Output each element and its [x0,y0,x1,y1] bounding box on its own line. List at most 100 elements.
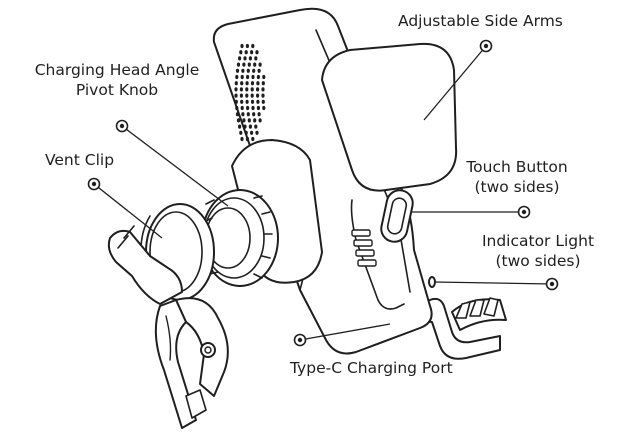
vent-clip [107,225,229,429]
grille-dot [246,68,250,73]
grille-dot [248,124,252,129]
grille-dot [234,93,238,98]
grille-dot [240,81,244,86]
grille-dot [243,124,247,129]
callout-marker-side-arms [479,39,493,53]
label-touch-button: Touch Button (two sides) [452,157,582,197]
grille-dot [247,118,251,123]
label-text-line-2: (two sides) [495,252,581,270]
grille-dot [240,74,244,80]
grille-dot [250,50,254,55]
cradle-side-rail [350,199,405,310]
callout-marker-charging-port [293,333,307,347]
grille-dot [239,50,243,55]
callout-marker-touch-button [517,205,531,219]
label-text-line-1: Indicator Light [481,232,595,250]
grille-dot [262,74,266,80]
grille-dot [236,62,241,67]
grille-dot [243,56,247,61]
grille-dot [238,124,242,129]
label-vent-clip: Vent Clip [45,150,114,170]
grille-dot [257,68,261,73]
grille-dot [244,50,248,55]
grille-dot [247,62,251,67]
grille-dot [257,112,261,117]
grille-dot [234,87,238,92]
grille-dot [253,118,257,123]
label-text-line-2: Pivot Knob [75,81,159,99]
grille-dot [246,105,250,111]
grille-dot [235,68,240,73]
grille-dot [245,87,249,92]
grille-dot [256,87,260,92]
callout-marker-indicator-light [545,277,559,291]
grille-dot [240,105,244,111]
grille-dot [235,112,240,117]
grille-dot [251,74,255,80]
grille-dot [252,68,256,73]
grille-dot [250,99,255,104]
side-arm-pad [321,42,458,192]
grille-dot [261,99,265,104]
grille-dot [242,62,246,67]
grille-dot [256,93,260,98]
grille-dot [258,62,262,67]
grille-dot [235,74,239,80]
grille-dot [240,99,244,104]
grille-dot [250,93,254,98]
grille-dot [256,99,260,104]
grille-dot [246,74,250,80]
grille-dot [240,43,244,49]
bracket-grip-pads [455,297,499,319]
grille-dot [234,99,238,104]
grille-dot [245,81,249,86]
label-text: Type-C Charging Port [290,359,453,377]
label-text-line-1: Touch Button [466,158,568,176]
leader-lines [93,45,553,341]
grille-dot [239,93,243,98]
grille-dot [250,130,254,135]
grille-dot [254,56,258,61]
grille-dot [240,136,244,142]
grille-dot [256,81,260,86]
grille-dot [248,56,252,61]
grille-dot [234,81,238,86]
grille-dot [251,43,255,49]
grille-dot [244,130,248,135]
grille-dot [255,50,259,55]
grille-dot [255,130,259,135]
label-text: Adjustable Side Arms [398,12,563,30]
grille-dot [256,74,260,80]
grille-dot [251,136,255,142]
vent-grille [234,43,266,142]
grille-dot [239,87,243,92]
grille-dot [245,136,249,142]
grille-dot [253,62,257,67]
label-pivot-knob: Charging Head Angle Pivot Knob [12,60,222,100]
grille-dot [246,112,250,117]
grille-dot [258,118,262,123]
label-text-line-1: Charging Head Angle [34,61,200,79]
grille-dot [241,112,245,117]
grille-dot [235,105,239,111]
grille-dot [251,105,255,111]
callout-markers [87,39,559,347]
touch-button [380,189,414,243]
grille-dot [252,112,256,117]
grille-dot [256,105,260,111]
grille-dot [262,105,266,111]
grille-dot [261,81,265,86]
callout-marker-vent-clip [87,177,101,191]
label-text-line-2: (two sides) [474,178,560,196]
grille-dot [261,93,265,98]
label-type-c-charging-port: Type-C Charging Port [290,358,453,378]
grille-dot [245,43,249,49]
grille-dot [250,87,254,92]
grille-dot [250,81,255,86]
grille-dot [245,99,249,104]
grille-dot [242,118,246,123]
grille-dot [241,68,245,73]
label-indicator-light: Indicator Light (two sides) [464,231,612,271]
